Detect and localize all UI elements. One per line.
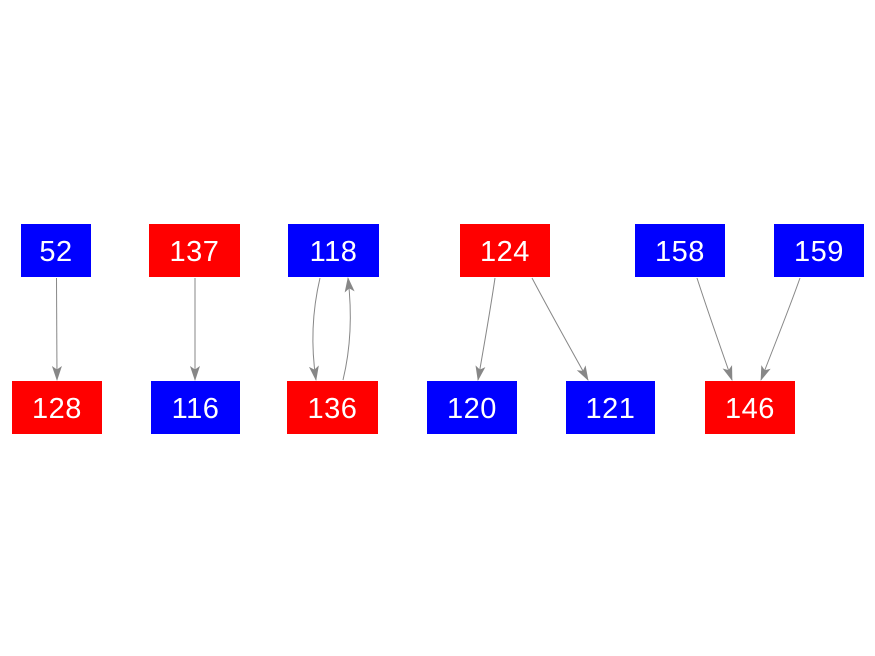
node-146-label: 146 [725,392,775,425]
node-159: 159 [774,224,864,277]
node-136-label: 136 [307,392,358,425]
node-118: 118 [288,224,379,277]
node-137: 137 [149,224,240,277]
node-52-label: 52 [39,235,73,268]
edge-159-to-146 [760,277,801,381]
edge-136-to-118 [342,277,355,381]
node-128-label: 128 [32,392,82,425]
node-116: 116 [151,381,240,434]
edge-158-to-146 [696,277,733,381]
node-120-label: 120 [447,392,497,425]
node-121: 121 [566,381,655,434]
node-158: 158 [635,224,725,277]
edge-118-to-136 [308,277,321,381]
node-128: 128 [12,381,102,434]
node-124-label: 124 [480,235,530,268]
node-137-label: 137 [169,235,220,268]
node-158-label: 158 [655,235,705,268]
node-159-label: 159 [794,235,844,268]
node-121-label: 121 [585,392,636,425]
node-116-label: 116 [171,392,220,425]
node-124: 124 [460,224,550,277]
node-118-label: 118 [309,235,358,268]
edge-52-to-128 [51,277,62,381]
node-52: 52 [21,224,91,277]
edge-124-to-120 [475,277,496,381]
edge-124-to-121 [531,277,589,381]
node-120: 120 [427,381,517,434]
node-136: 136 [287,381,378,434]
node-146: 146 [705,381,795,434]
